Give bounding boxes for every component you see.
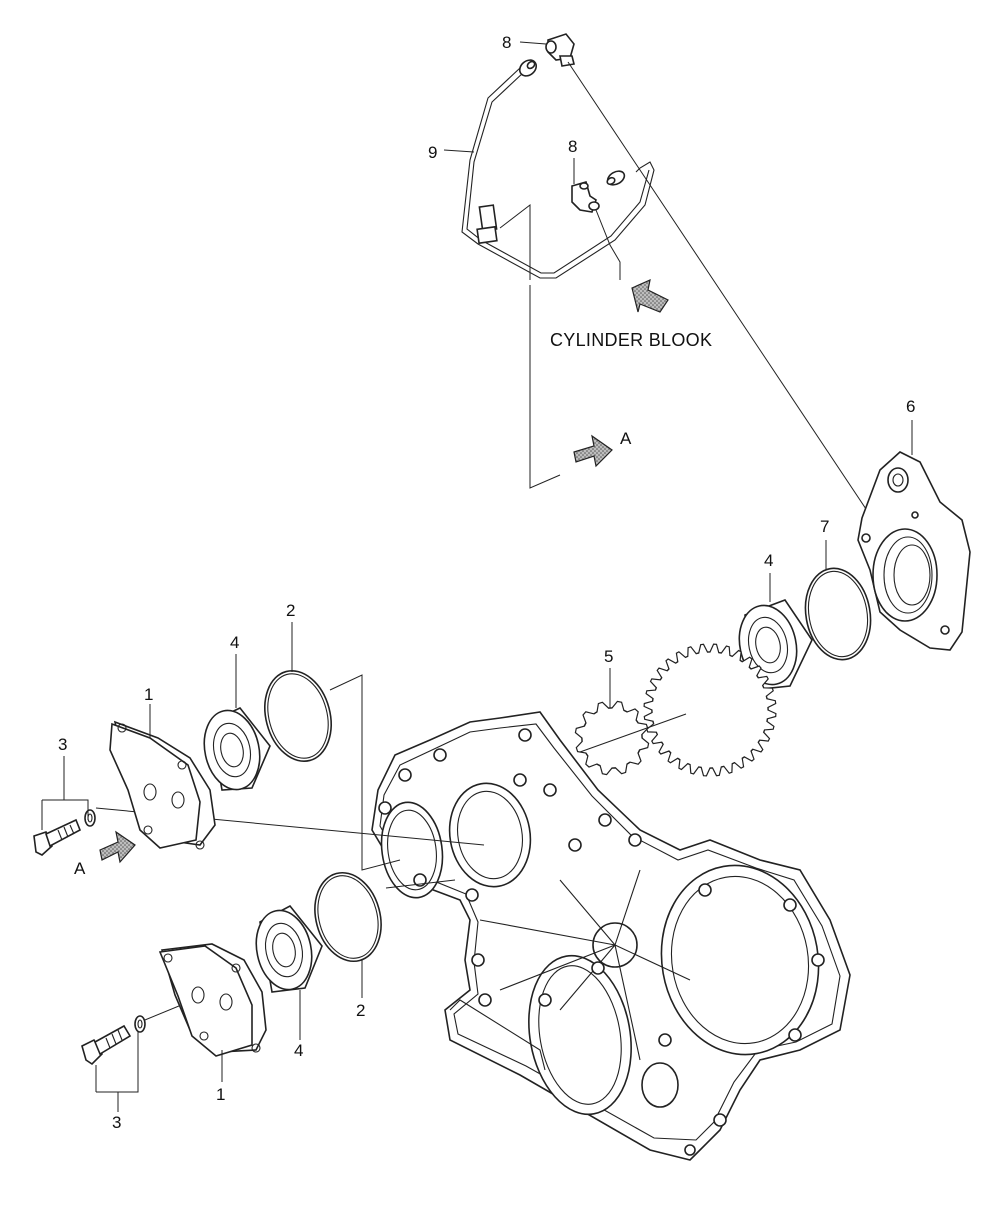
elbow-fitting-top (545, 33, 575, 67)
o-ring-right (804, 567, 872, 661)
arrow-to-cylinder-block (631, 278, 669, 313)
callout-8-top: 8 (502, 33, 511, 52)
bearing-lower-left (255, 904, 323, 993)
callout-4-lower: 4 (294, 1041, 303, 1060)
callout-3-upper: 3 (58, 735, 67, 754)
callout-1-lower: 1 (216, 1085, 225, 1104)
cover-plate-upper-left (109, 720, 216, 850)
pipe-nut-right (606, 170, 626, 186)
callout-8-middle: 8 (568, 137, 577, 156)
o-ring-upper-left (264, 670, 332, 762)
elbow-fitting-middle (571, 181, 600, 213)
bearing-housing (857, 451, 971, 651)
bearing-upper-left (203, 707, 271, 791)
oil-pipe-assembly: CYLINDER BLOOK A (461, 33, 869, 513)
callout-6: 6 (906, 397, 915, 416)
cylinder-block-caption: CYLINDER BLOOK (550, 330, 712, 350)
pipe-nut-top (518, 59, 538, 77)
gear-small (574, 700, 650, 776)
gear-teeth (574, 700, 650, 776)
gear-large (643, 643, 777, 777)
view-arrow-a-right (573, 434, 613, 468)
callout-numbers: 8 9 8 6 7 4 5 2 4 1 3 2 4 1 3 (58, 33, 915, 1132)
callout-leaders (63, 41, 913, 1112)
cover-plate-lower-left (158, 943, 267, 1057)
callout-9: 9 (428, 143, 437, 162)
o-ring-lower-left (314, 871, 382, 963)
callout-2-upper: 2 (286, 601, 295, 620)
callout-2-lower: 2 (356, 1001, 365, 1020)
callout-4-right: 4 (764, 551, 773, 570)
bearing-right (738, 599, 813, 691)
pipe-clamp (476, 204, 498, 245)
bolt-upper-left (33, 809, 96, 856)
callout-4-upper: 4 (230, 633, 239, 652)
callout-1-upper: 1 (144, 685, 153, 704)
bolt-lower-left (81, 1015, 146, 1066)
view-arrow-a-left (99, 830, 136, 864)
gear-teeth (643, 643, 777, 777)
view-label-a-right: A (620, 429, 632, 448)
callout-5: 5 (604, 647, 613, 666)
callout-7: 7 (820, 517, 829, 536)
callout-3-lower: 3 (112, 1113, 121, 1132)
view-label-a-left: A (74, 859, 86, 878)
gear-case-cover (371, 711, 851, 1161)
